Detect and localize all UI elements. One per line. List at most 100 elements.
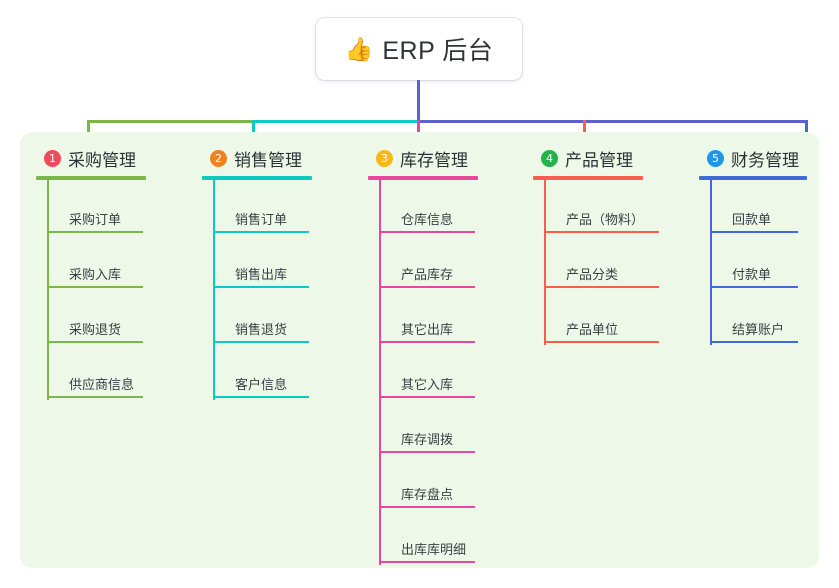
branch-leaf-item[interactable]: 回款单 bbox=[710, 178, 798, 233]
branch-leaf-label: 出库库明细 bbox=[401, 542, 467, 557]
branch-leaf-label: 其它入库 bbox=[401, 377, 454, 392]
branch-leaf-rule bbox=[544, 341, 659, 343]
branch-number-badge: 4 bbox=[541, 149, 558, 167]
branch-leaf-rule bbox=[47, 231, 143, 233]
root-node-title: ERP 后台 bbox=[382, 37, 494, 65]
branch-leaf-item[interactable]: 其它入库 bbox=[379, 343, 475, 398]
branch-column-2: 2 销售管理销售订单销售出库销售退货客户信息 bbox=[202, 146, 328, 400]
branch-leaf-item[interactable]: 销售出库 bbox=[213, 233, 309, 288]
branch-leaf-rule bbox=[379, 341, 475, 343]
branch-leaf-item[interactable]: 产品库存 bbox=[379, 233, 475, 288]
branch-column-3: 3 库存管理仓库信息产品库存其它出库其它入库库存调拨库存盘点出库库明细 bbox=[368, 146, 494, 565]
branch-leaf-rule bbox=[379, 286, 475, 288]
connector-h-segment-2 bbox=[252, 120, 419, 123]
branch-number-badge: 2 bbox=[210, 149, 227, 167]
branch-leaf-rule bbox=[544, 286, 659, 288]
branch-spine bbox=[544, 178, 546, 345]
branch-leaf-label: 结算账户 bbox=[732, 322, 785, 337]
branch-title: 库存管理 bbox=[400, 150, 468, 170]
branch-leaf-rule bbox=[213, 286, 309, 288]
branch-leaf-item[interactable]: 结算账户 bbox=[710, 288, 798, 343]
branch-header-5[interactable]: 5 财务管理 bbox=[699, 146, 817, 170]
branch-number-badge: 1 bbox=[44, 149, 61, 167]
branch-leaf-rule bbox=[379, 451, 475, 453]
branch-leaf-label: 产品单位 bbox=[566, 322, 619, 337]
branch-leaf-item[interactable]: 出库库明细 bbox=[379, 508, 475, 563]
branch-leaf-rule bbox=[379, 231, 475, 233]
branch-leaf-item[interactable]: 产品分类 bbox=[544, 233, 659, 288]
branch-column-1: 1 采购管理采购订单采购入库采购退货供应商信息 bbox=[36, 146, 162, 400]
branch-leaf-item[interactable]: 产品单位 bbox=[544, 288, 659, 343]
branch-column-5: 5 财务管理回款单付款单结算账户 bbox=[699, 146, 817, 345]
branch-leaf-rule bbox=[47, 341, 143, 343]
branch-leaf-item[interactable]: 销售订单 bbox=[213, 178, 309, 233]
branch-title: 采购管理 bbox=[68, 150, 136, 170]
branch-header-rule bbox=[36, 176, 146, 180]
branch-leaf-item[interactable]: 其它出库 bbox=[379, 288, 475, 343]
branches-panel bbox=[20, 132, 819, 568]
branch-leaf-item[interactable]: 采购入库 bbox=[47, 233, 143, 288]
branch-leaf-label: 销售出库 bbox=[235, 267, 288, 282]
branch-number-badge: 5 bbox=[707, 149, 724, 167]
branch-leaf-label: 库存盘点 bbox=[401, 487, 454, 502]
branch-leaf-rule bbox=[710, 286, 798, 288]
connector-h-segment-1 bbox=[87, 120, 253, 123]
branch-leaf-item[interactable]: 客户信息 bbox=[213, 343, 309, 398]
branch-leaf-item[interactable]: 付款单 bbox=[710, 233, 798, 288]
branch-leaf-item[interactable]: 采购退货 bbox=[47, 288, 143, 343]
branch-leaf-label: 采购退货 bbox=[69, 322, 122, 337]
branch-header-3[interactable]: 3 库存管理 bbox=[368, 146, 494, 170]
branch-leaf-rule bbox=[379, 396, 475, 398]
branch-header-rule bbox=[202, 176, 312, 180]
branch-header-rule bbox=[699, 176, 807, 180]
branch-header-4[interactable]: 4 产品管理 bbox=[533, 146, 678, 170]
branch-spine bbox=[213, 178, 215, 400]
thumbs-up-icon: 👍 bbox=[344, 35, 374, 62]
branch-leaf-rule bbox=[710, 341, 798, 343]
branch-leaf-label: 产品库存 bbox=[401, 267, 454, 282]
branch-leaf-label: 销售退货 bbox=[235, 322, 288, 337]
root-node-content: 👍 ERP 后台 bbox=[345, 31, 494, 67]
branch-leaf-rule bbox=[213, 341, 309, 343]
connector-h-segment-3 bbox=[417, 120, 807, 123]
branch-title: 销售管理 bbox=[234, 150, 302, 170]
branch-column-4: 4 产品管理产品（物料） 产品分类产品单位 bbox=[533, 146, 678, 345]
branch-leaf-item[interactable]: 产品（物料） bbox=[544, 178, 659, 233]
branch-leaf-rule bbox=[213, 231, 309, 233]
branch-spine bbox=[710, 178, 712, 345]
branch-leaf-label: 仓库信息 bbox=[401, 212, 454, 227]
branch-header-1[interactable]: 1 采购管理 bbox=[36, 146, 162, 170]
root-connector-line bbox=[417, 80, 420, 122]
branch-leaf-item[interactable]: 仓库信息 bbox=[379, 178, 475, 233]
branch-leaf-label: 产品分类 bbox=[566, 267, 619, 282]
branch-leaf-item[interactable]: 销售退货 bbox=[213, 288, 309, 343]
branch-spine bbox=[379, 178, 381, 565]
branch-leaf-rule bbox=[213, 396, 309, 398]
branch-leaf-label: 回款单 bbox=[732, 212, 772, 227]
branch-leaf-item[interactable]: 供应商信息 bbox=[47, 343, 143, 398]
branch-leaf-item[interactable]: 采购订单 bbox=[47, 178, 143, 233]
branch-spine bbox=[47, 178, 49, 400]
branch-number-badge: 3 bbox=[376, 149, 393, 167]
branch-leaf-rule bbox=[710, 231, 798, 233]
branch-leaf-label: 产品（物料） bbox=[566, 212, 645, 227]
branch-leaf-label: 采购订单 bbox=[69, 212, 122, 227]
branch-leaf-label: 付款单 bbox=[732, 267, 772, 282]
branch-leaf-rule bbox=[47, 286, 143, 288]
branch-header-rule bbox=[533, 176, 643, 180]
branch-leaf-rule bbox=[47, 396, 143, 398]
branch-title: 财务管理 bbox=[731, 150, 799, 170]
branch-leaf-item[interactable]: 库存调拨 bbox=[379, 398, 475, 453]
branch-title: 产品管理 bbox=[565, 150, 633, 170]
branch-leaf-rule bbox=[544, 231, 659, 233]
branch-leaf-rule bbox=[379, 561, 475, 563]
root-node-card[interactable]: 👍 ERP 后台 bbox=[316, 18, 522, 80]
branch-leaf-rule bbox=[379, 506, 475, 508]
branch-leaf-label: 库存调拨 bbox=[401, 432, 454, 447]
branch-leaf-label: 其它出库 bbox=[401, 322, 454, 337]
branch-header-rule bbox=[368, 176, 478, 180]
branch-leaf-label: 采购入库 bbox=[69, 267, 122, 282]
branch-leaf-item[interactable]: 库存盘点 bbox=[379, 453, 475, 508]
branch-header-2[interactable]: 2 销售管理 bbox=[202, 146, 328, 170]
branch-leaf-label: 客户信息 bbox=[235, 377, 288, 392]
